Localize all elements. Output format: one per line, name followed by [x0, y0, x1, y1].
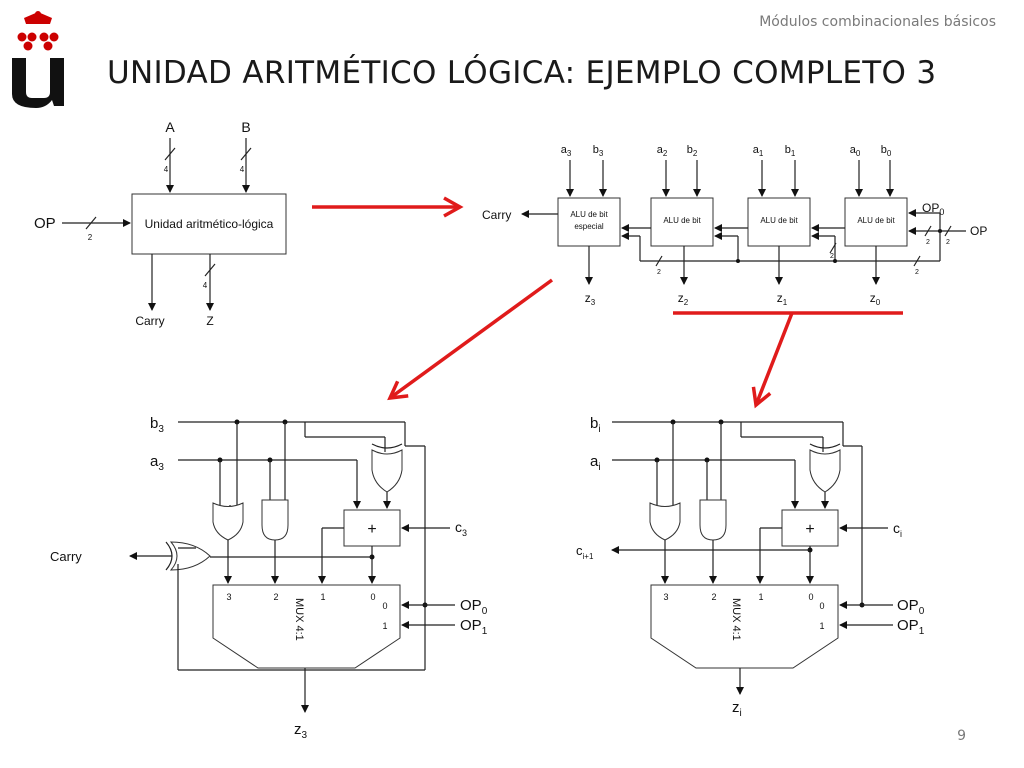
special-mux-in-0: 0 [370, 592, 375, 602]
a0-label: a0 [850, 144, 861, 158]
ripple-chain: ALU de bit especial ALU de bit ALU de bi… [482, 144, 987, 307]
special-op0-label: OP0 [460, 597, 488, 617]
bus-width-b: 2 [830, 253, 834, 260]
xor-gate-carry [169, 541, 211, 571]
special-carry-label: Carry [50, 549, 82, 564]
special-b-label: b3 [150, 415, 164, 435]
generic-cin-label: ci [893, 520, 902, 539]
generic-z-label: zi [732, 699, 742, 719]
crown-icon [17, 11, 59, 51]
z-label: Z [206, 314, 213, 328]
generic-mux-label: MUX 4:1 [730, 598, 742, 641]
special-mux-sel-0: 0 [382, 601, 387, 611]
generic-xor-gate [809, 449, 841, 493]
or-gate [212, 502, 244, 541]
generic-mux-sel-1: 1 [819, 621, 824, 631]
special-z-label: z3 [294, 721, 308, 741]
b0-label: b0 [881, 144, 892, 158]
b3-label: b3 [593, 144, 604, 158]
special-adder-label: + [367, 521, 376, 538]
slide-title: UNIDAD ARITMÉTICO LÓGICA: EJEMPLO COMPLE… [107, 55, 937, 91]
alu-cell-3-label: ALU de bit [570, 210, 608, 219]
width-b: 4 [240, 165, 245, 174]
special-mux-in-2: 2 [273, 592, 278, 602]
chain-op-label: OP [970, 224, 987, 238]
bus-width-c: 2 [915, 269, 919, 276]
input-a-label: A [165, 119, 175, 135]
alu-cell-1-label: ALU de bit [760, 216, 798, 225]
b1-label: b1 [785, 144, 796, 158]
op-label: OP [34, 215, 56, 232]
generic-mux-in-2: 2 [711, 592, 716, 602]
xor-gate-top [371, 449, 403, 493]
special-op1-label: OP1 [460, 617, 488, 637]
generic-or-gate [649, 502, 681, 541]
arrow-to-generic-cell [751, 312, 794, 409]
header-subtitle: Módulos combinacionales básicos [759, 14, 996, 30]
carry-label: Carry [135, 314, 164, 328]
generic-op0-label: OP0 [897, 597, 925, 617]
generic-mux-sel-0: 0 [819, 601, 824, 611]
generic-mux-in-0: 0 [808, 592, 813, 602]
generic-mux-in-3: 3 [663, 592, 668, 602]
chain-op0-label: OP0 [922, 201, 944, 217]
input-b-label: B [241, 119, 250, 135]
generic-op1-label: OP1 [897, 617, 925, 637]
special-mux-label: MUX 4:1 [293, 598, 305, 641]
special-a-label: a3 [150, 453, 164, 473]
generic-mux [650, 584, 839, 669]
generic-cell-circuit: bi ai + ci ci+1 [576, 415, 925, 719]
chain-op-width-2: 2 [946, 239, 950, 246]
b2-label: b2 [687, 144, 698, 158]
alu-cell-2-label: ALU de bit [663, 216, 701, 225]
z-width: 4 [203, 281, 208, 290]
generic-mux-in-1: 1 [758, 592, 763, 602]
university-u-logo-icon [12, 11, 64, 108]
alu-cell-0-label: ALU de bit [857, 216, 895, 225]
special-mux-in-1: 1 [320, 592, 325, 602]
generic-b-label: bi [590, 415, 601, 435]
a1-label: a1 [753, 144, 764, 158]
alu-cell-3 [557, 197, 621, 247]
z0-label: z0 [870, 291, 881, 307]
red-arrows [312, 196, 903, 409]
bus-width-a: 2 [657, 269, 661, 276]
page-number: 9 [957, 728, 966, 744]
z3-label: z3 [585, 291, 596, 307]
alu-block [131, 193, 287, 255]
special-mux [212, 584, 401, 669]
and-gate [261, 499, 289, 541]
special-mux-sel-1: 1 [382, 621, 387, 631]
alu-cell-2 [650, 197, 714, 247]
generic-adder-label: + [805, 521, 814, 538]
op-width: 2 [88, 233, 93, 242]
generic-cout-label: ci+1 [576, 543, 594, 561]
special-mux-in-3: 3 [226, 592, 231, 602]
z2-label: z2 [678, 291, 689, 307]
generic-a-label: ai [590, 453, 601, 473]
special-cin-label: c3 [455, 519, 467, 538]
generic-and-gate [699, 499, 727, 541]
chain-carry-label: Carry [482, 208, 511, 222]
alu-block-label: Unidad aritmético-lógica [145, 217, 274, 231]
arrow-to-special-cell [387, 278, 554, 401]
a3-label: a3 [561, 144, 572, 158]
special-adder [343, 509, 401, 547]
block-diagram: Unidad aritmético-lógica A B 4 4 OP 2 4 … [34, 119, 287, 328]
alu-cell-3-label-2: especial [574, 222, 604, 231]
z1-label: z1 [777, 291, 788, 307]
alu-cell-0 [844, 197, 908, 247]
special-cell-circuit: b3 a3 + c3 [50, 415, 488, 741]
width-a: 4 [164, 165, 169, 174]
a2-label: a2 [657, 144, 668, 158]
chain-op-width-1: 2 [926, 239, 930, 246]
